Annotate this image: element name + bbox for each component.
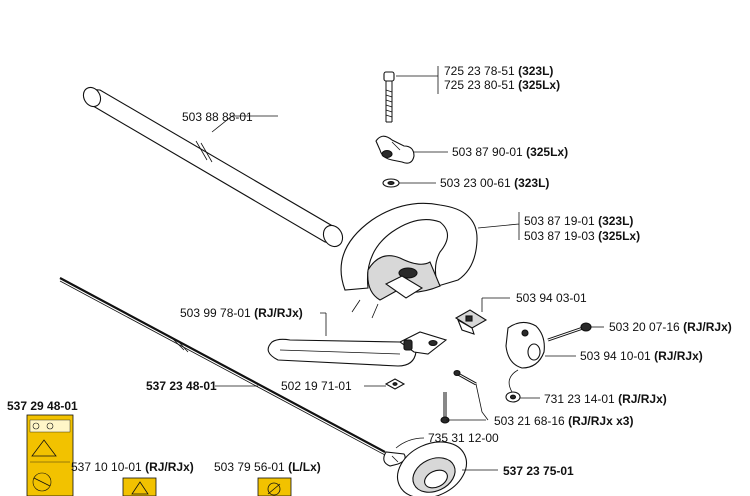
square-nut — [384, 378, 406, 390]
svg-text:537 10 10-01 (RJ/RJx): 537 10 10-01 (RJ/RJx) — [71, 460, 194, 474]
guard-wheel — [397, 441, 467, 496]
label-drive-shaft: 537 23 48-01 — [146, 379, 217, 393]
wing-knob — [375, 135, 415, 164]
label-clip: 735 31 12-00 — [428, 431, 499, 445]
label-square-nut: 502 19 71-01 — [281, 379, 352, 393]
decal-l — [257, 477, 292, 496]
washer — [382, 178, 400, 188]
label-holder: 503 94 10-01 (RJ/RJx) — [580, 349, 703, 363]
eye-protection-icon — [32, 422, 40, 430]
bolt — [383, 71, 395, 123]
label-guard-wheel: 537 23 75-01 — [503, 464, 574, 478]
label-knob: 503 87 90-01 (325Lx) — [452, 145, 568, 159]
svg-text:503 94 10-01 (RJ/RJx): 503 94 10-01 (RJ/RJx) — [580, 349, 703, 363]
label-bolt: 725 23 78-51 (323L) 725 23 80-51 (325Lx) — [444, 64, 560, 92]
label-decal-rj: 537 10 10-01 (RJ/RJx) — [71, 460, 194, 474]
svg-text:503 20 07-16 (RJ/RJx): 503 20 07-16 (RJ/RJx) — [609, 320, 732, 334]
drive-shaft — [59, 277, 386, 456]
label-shaft-tube: 503 88 88-01 — [182, 110, 253, 124]
svg-text:503 87 19-03 (325Lx): 503 87 19-03 (325Lx) — [524, 229, 640, 243]
shaft-tube — [82, 86, 344, 248]
label-decal-l: 503 79 56-01 (L/Lx) — [214, 460, 321, 474]
svg-text:503 21 68-16 (RJ/RJx x3): 503 21 68-16 (RJ/RJx x3) — [494, 414, 633, 428]
label-rear-handle: 503 99 78-01 (RJ/RJx) — [180, 306, 303, 320]
label-handle: 503 87 19-01 (323L) 503 87 19-03 (325Lx) — [524, 214, 640, 243]
hex-nut — [505, 391, 521, 403]
svg-text:731 23 14-01 (RJ/RJx): 731 23 14-01 (RJ/RJx) — [544, 392, 667, 406]
svg-text:503 87 90-01 (325Lx): 503 87 90-01 (325Lx) — [452, 145, 568, 159]
screw-middle — [453, 369, 477, 386]
decal-rj — [122, 477, 157, 496]
clip — [383, 451, 406, 467]
label-decal-left: 537 29 48-01 — [7, 399, 78, 413]
svg-text:503 23 00-61 (323L): 503 23 00-61 (323L) — [440, 176, 549, 190]
leader-lines — [211, 66, 604, 471]
label-hex-nut: 731 23 14-01 (RJ/RJx) — [544, 392, 667, 406]
svg-text:503 99 78-01 (RJ/RJx): 503 99 78-01 (RJ/RJx) — [180, 306, 303, 320]
label-screw-right: 503 20 07-16 (RJ/RJx) — [609, 320, 732, 334]
decal-left — [26, 414, 74, 496]
warning-triangle-icon — [31, 439, 57, 457]
label-clamp: 503 94 03-01 — [516, 291, 587, 305]
clamp — [454, 309, 488, 335]
svg-text:503 79 56-01 (L/Lx): 503 79 56-01 (L/Lx) — [214, 460, 321, 474]
screw-bottom — [440, 392, 450, 424]
svg-text:503 87 19-01 (323L): 503 87 19-01 (323L) — [524, 214, 633, 228]
loop-handle — [340, 202, 478, 319]
svg-text:725 23 78-51 (323L): 725 23 78-51 (323L) — [444, 64, 553, 78]
screw-right — [547, 322, 592, 342]
label-screws-bottom: 503 21 68-16 (RJ/RJx x3) — [494, 414, 633, 428]
rear-handle-bar — [267, 331, 448, 367]
holder — [505, 321, 545, 369]
hearing-protection-icon — [46, 422, 54, 430]
label-washer: 503 23 00-61 (323L) — [440, 176, 549, 190]
svg-text:725 23 80-51 (325Lx): 725 23 80-51 (325Lx) — [444, 78, 560, 92]
